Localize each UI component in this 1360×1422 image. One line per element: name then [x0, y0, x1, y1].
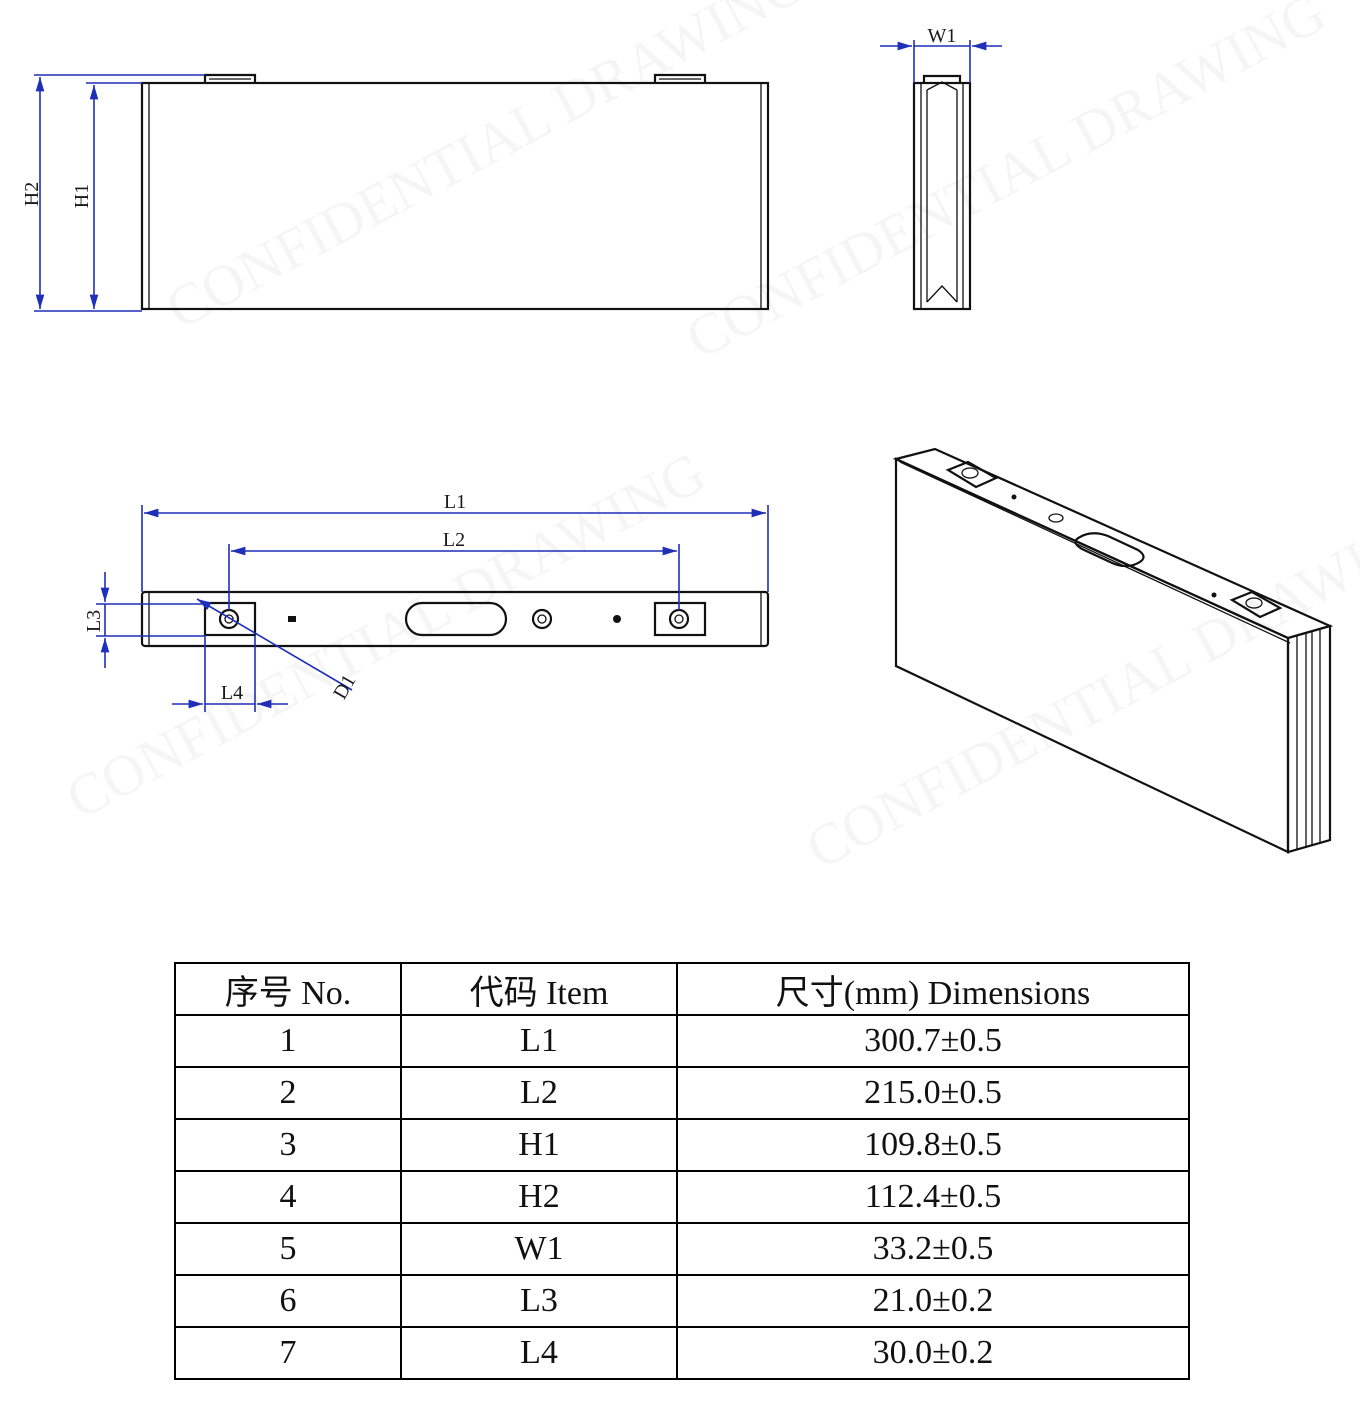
- table-row: 1 L1 300.7±0.5: [174, 1014, 1190, 1068]
- h2-dimension: H2: [21, 74, 205, 312]
- battery-cell-drawing: CONFIDENTIAL DRAWING CONFIDENTIAL DRAWIN…: [21, 0, 1360, 881]
- l4-dimension: L4: [172, 635, 288, 712]
- cell-dimension: 21.0±0.2: [676, 1274, 1190, 1328]
- cell-dimension: 112.4±0.5: [676, 1170, 1190, 1224]
- l1-label: L1: [444, 491, 466, 513]
- cell-item: L2: [400, 1066, 678, 1120]
- svg-text:CONFIDENTIAL DRAWING: CONFIDENTIAL DRAWING: [156, 0, 816, 341]
- cell-dimension: 300.7±0.5: [676, 1014, 1190, 1068]
- cell-no: 6: [174, 1274, 402, 1328]
- cell-item: L4: [400, 1326, 678, 1380]
- w1-label: W1: [928, 25, 957, 47]
- top-view: [140, 590, 770, 648]
- l4-label: L4: [221, 682, 243, 704]
- h1-dimension: H1: [71, 82, 142, 309]
- front-view: [140, 73, 770, 311]
- dimension-table: 序号 No. 代码 Item 尺寸(mm) Dimensions 1 L1 30…: [174, 962, 1190, 1380]
- table-row: 7 L4 30.0±0.2: [174, 1326, 1190, 1380]
- svg-text:CONFIDENTIAL DRAWING: CONFIDENTIAL DRAWING: [676, 0, 1336, 371]
- table-row: 2 L2 215.0±0.5: [174, 1066, 1190, 1120]
- l2-label: L2: [443, 529, 465, 551]
- table-row: 3 H1 109.8±0.5: [174, 1118, 1190, 1172]
- cell-item: L3: [400, 1274, 678, 1328]
- h1-label: H1: [71, 184, 93, 208]
- l3-dimension: L3: [83, 572, 205, 668]
- cell-no: 3: [174, 1118, 402, 1172]
- table-header-row: 序号 No. 代码 Item 尺寸(mm) Dimensions: [174, 962, 1190, 1016]
- watermark: CONFIDENTIAL DRAWING CONFIDENTIAL DRAWIN…: [56, 0, 1360, 881]
- cell-no: 7: [174, 1326, 402, 1380]
- cell-item: W1: [400, 1222, 678, 1276]
- header-dimensions: 尺寸(mm) Dimensions: [676, 962, 1190, 1016]
- table-row: 5 W1 33.2±0.5: [174, 1222, 1190, 1276]
- side-view: [912, 74, 972, 311]
- cell-no: 2: [174, 1066, 402, 1120]
- isometric-view: [892, 447, 1334, 854]
- l3-label: L3: [83, 610, 105, 632]
- cell-item: H1: [400, 1118, 678, 1172]
- table-row: 6 L3 21.0±0.2: [174, 1274, 1190, 1328]
- cell-no: 5: [174, 1222, 402, 1276]
- cell-dimension: 33.2±0.5: [676, 1222, 1190, 1276]
- cell-dimension: 215.0±0.5: [676, 1066, 1190, 1120]
- cell-dimension: 109.8±0.5: [676, 1118, 1190, 1172]
- table-row: 4 H2 112.4±0.5: [174, 1170, 1190, 1224]
- cell-item: L1: [400, 1014, 678, 1068]
- cell-no: 4: [174, 1170, 402, 1224]
- w1-dimension: W1: [880, 25, 1002, 83]
- header-no: 序号 No.: [174, 962, 402, 1016]
- h2-label: H2: [21, 182, 43, 206]
- header-item: 代码 Item: [400, 962, 678, 1016]
- cell-item: H2: [400, 1170, 678, 1224]
- l1-dimension: L1: [141, 491, 769, 592]
- svg-text:CONFIDENTIAL DRAWING: CONFIDENTIAL DRAWING: [796, 489, 1360, 881]
- l2-dimension: L2: [228, 529, 680, 610]
- cell-dimension: 30.0±0.2: [676, 1326, 1190, 1380]
- cell-no: 1: [174, 1014, 402, 1068]
